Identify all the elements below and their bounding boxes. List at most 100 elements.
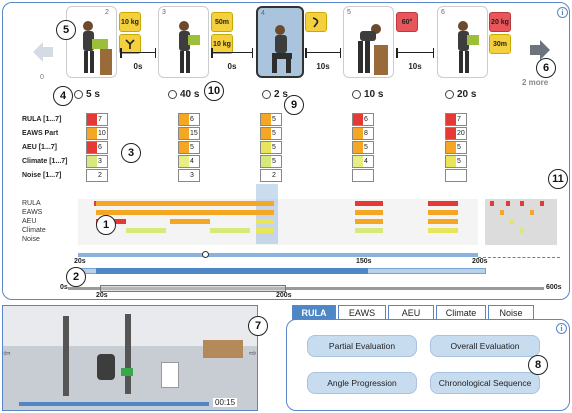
chronological-sequence-button[interactable]: Chronological Sequence [430, 372, 540, 394]
metric-cell: 5 [352, 141, 374, 154]
left-zero: 0 [40, 74, 44, 81]
metric-value: 3 [98, 158, 102, 165]
evaluation-panel [286, 319, 570, 411]
scene-sign [161, 362, 179, 388]
tab-climate[interactable]: Climate [436, 305, 486, 320]
video-panel[interactable]: 00:15 [2, 305, 258, 411]
frame-3[interactable]: 3 [158, 6, 209, 78]
metric-value: 15 [190, 130, 198, 137]
metric-value: 5 [272, 130, 276, 137]
metric-cell: 3 [178, 169, 200, 182]
bending-posture-icon [312, 17, 319, 28]
tab-aeu[interactable]: AEU [388, 305, 434, 320]
metric-value: 6 [190, 116, 194, 123]
callout-9: 9 [284, 95, 304, 115]
overview-track[interactable] [68, 287, 544, 290]
timeline-bar[interactable] [256, 210, 274, 215]
metric-value: 4 [190, 158, 194, 165]
more-frames-label[interactable]: 2 more [522, 78, 549, 87]
timeline-label: Climate [22, 227, 46, 234]
timeline-bar[interactable] [428, 210, 458, 215]
metric-value: 20 [457, 130, 465, 137]
info-icon[interactable]: i [557, 7, 568, 18]
worker-lifting-icon [83, 21, 112, 75]
video-progress[interactable] [19, 402, 209, 406]
timeline-bar[interactable] [256, 201, 274, 206]
timeline-bar[interactable] [256, 228, 274, 233]
timeline-bar[interactable] [428, 201, 458, 206]
metric-color-swatch [179, 142, 189, 153]
frame-number: 4 [261, 10, 265, 17]
timeline-bar[interactable] [170, 219, 210, 224]
metric-value: 10 [98, 130, 106, 137]
frame-5[interactable]: 5 [343, 6, 394, 78]
partial-evaluation-button[interactable]: Partial Evaluation [307, 335, 417, 357]
overall-evaluation-button[interactable]: Overall Evaluation [430, 335, 540, 357]
timeline-bar[interactable] [96, 201, 256, 206]
timeline-bar[interactable] [530, 210, 534, 215]
metric-value: 6 [364, 116, 368, 123]
axis-tick: 200s [472, 258, 488, 265]
timeline-bar[interactable] [355, 228, 383, 233]
timeline-bar[interactable] [500, 210, 504, 215]
tab-noise[interactable]: Noise [488, 305, 534, 320]
timeline-bar[interactable] [355, 219, 383, 224]
prev-arrow-icon[interactable] [31, 40, 55, 64]
timeline-bar[interactable] [506, 201, 510, 206]
weight-badge: 10 kg [211, 34, 233, 54]
metric-value: 2 [98, 172, 102, 179]
timeline-track[interactable] [78, 199, 478, 245]
metric-color-swatch [446, 170, 456, 181]
timeline-bar[interactable] [520, 201, 524, 206]
metric-color-swatch [261, 128, 271, 139]
metric-color-swatch [261, 170, 271, 181]
timeline-bar[interactable] [428, 228, 458, 233]
timeline-bar[interactable] [256, 219, 274, 224]
timeline-bar[interactable] [540, 201, 544, 206]
stopwatch-icon [74, 90, 83, 99]
overview-tick: 200s [276, 292, 292, 299]
metric-cell: 4 [178, 155, 200, 168]
metric-cell: 2 [260, 169, 282, 182]
metric-value: 5 [272, 158, 276, 165]
future-region [485, 199, 557, 245]
metric-cell: 5 [260, 113, 282, 126]
metric-color-swatch [261, 142, 271, 153]
timeline-bar[interactable] [126, 228, 166, 233]
scene-table [203, 340, 243, 358]
next-arrow-icon[interactable] [528, 38, 552, 62]
metric-color-swatch [353, 170, 363, 181]
scene-pillar [63, 316, 69, 396]
timeline-bar[interactable] [520, 228, 524, 233]
video-next-icon[interactable]: ⇨ [249, 348, 257, 358]
frame-number: 5 [347, 9, 351, 16]
frame-6[interactable]: 6 [437, 6, 488, 78]
metric-value: 7 [98, 116, 102, 123]
timeline-bar[interactable] [96, 210, 256, 215]
frame-1[interactable]: 2 [66, 6, 117, 78]
timeline-bar[interactable] [428, 219, 458, 224]
timeline-bar[interactable] [355, 201, 383, 206]
timeline-bar[interactable] [510, 219, 514, 224]
playhead-line [78, 253, 478, 257]
metric-cell: 6 [86, 141, 108, 154]
video-prev-icon[interactable]: ⇦ [3, 348, 11, 358]
callout-7: 7 [248, 316, 268, 336]
tab-eaws[interactable]: EAWS [338, 305, 386, 320]
stopwatch-icon [262, 90, 271, 99]
timeline-bar[interactable] [490, 201, 494, 206]
playhead-knob[interactable] [202, 251, 209, 258]
frame-4[interactable]: 4 [256, 6, 304, 78]
metric-value: 7 [457, 116, 461, 123]
timeline-bar[interactable] [210, 228, 250, 233]
metric-color-swatch [353, 156, 363, 167]
worker-carrying-icon [179, 21, 200, 73]
tab-rula[interactable]: RULA [292, 305, 336, 320]
metric-value: 5 [364, 144, 368, 151]
metric-color-swatch [261, 156, 271, 167]
timeline-bar[interactable] [355, 210, 383, 215]
info-icon[interactable]: i [556, 323, 567, 334]
angle-progression-button[interactable]: Angle Progression [307, 372, 417, 394]
metric-value: 2 [272, 172, 276, 179]
overview-window[interactable] [100, 285, 286, 292]
